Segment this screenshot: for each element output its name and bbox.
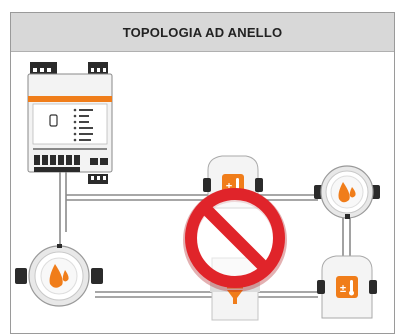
device-water-valve-right	[314, 165, 380, 219]
filter-funnel-icon	[227, 290, 243, 304]
controller-unit	[27, 62, 113, 184]
svg-text:±: ±	[226, 181, 232, 193]
water-drop-icon	[338, 182, 350, 203]
device-water-valve-left	[15, 244, 103, 307]
usb-port-icon	[49, 114, 58, 127]
controller-terminal-block	[34, 155, 108, 165]
svg-text:±: ±	[340, 283, 346, 295]
diagram-title: TOPOLOGIA AD ANELLO	[122, 24, 283, 40]
device-temperature-sensor-bottom: ±	[317, 255, 377, 319]
diagram-header: TOPOLOGIA AD ANELLO	[11, 13, 394, 52]
water-drop-icon	[49, 264, 63, 288]
prohibited-sign-icon	[183, 188, 287, 292]
